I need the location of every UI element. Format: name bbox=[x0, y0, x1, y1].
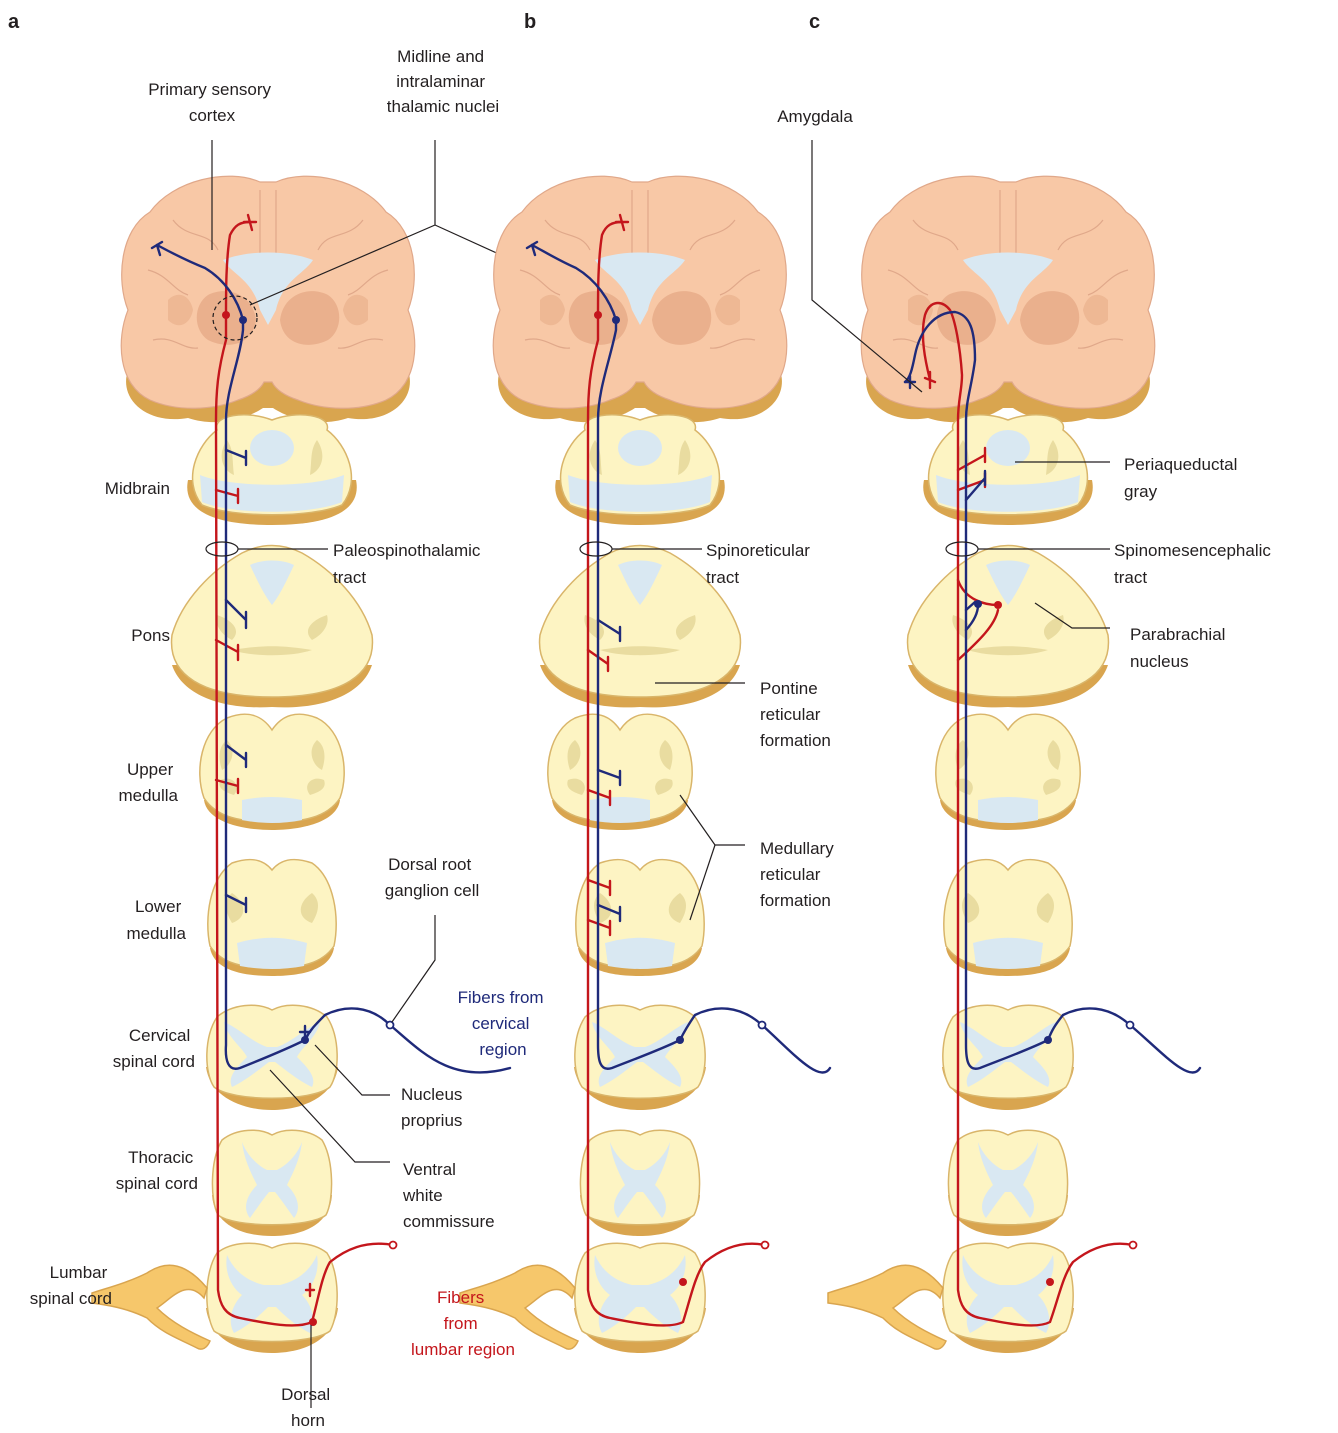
brain-section-b bbox=[493, 176, 787, 422]
lower-medulla-label: Lower medulla bbox=[126, 897, 186, 943]
lumbar-cord-slice-c bbox=[942, 1243, 1074, 1353]
panel-b bbox=[460, 176, 830, 1353]
fibers-cervical-label: Fibers from cervical region bbox=[458, 988, 549, 1059]
medullary-reticular-formation-label: Medullary reticular formation bbox=[760, 839, 838, 910]
midbrain-slice-b bbox=[555, 415, 725, 525]
pons-slice-c bbox=[908, 546, 1109, 708]
midbrain-slice-c bbox=[923, 415, 1093, 525]
panel-c bbox=[812, 140, 1200, 1353]
spinomesencephalic-tract-label: Spinomesencephalic tract bbox=[1114, 541, 1276, 587]
thoracic-cord-slice-c bbox=[948, 1130, 1068, 1236]
amygdala-label: Amygdala bbox=[777, 107, 853, 126]
panel-letter-a: a bbox=[8, 11, 20, 33]
brain-section-c bbox=[861, 176, 1155, 422]
lower-medulla-slice-c bbox=[944, 859, 1072, 976]
cervical-spinal-cord-label: Cervical spinal cord bbox=[113, 1026, 195, 1071]
parabrachial-nucleus-label: Parabrachial nucleus bbox=[1130, 625, 1230, 671]
panel-letter-c: c bbox=[809, 11, 820, 33]
upper-medulla-slice-a bbox=[200, 714, 344, 830]
midline-thalamic-label: Midline and intralaminar thalamic nuclei bbox=[387, 47, 499, 116]
thoracic-spinal-cord-label: Thoracic spinal cord bbox=[116, 1148, 198, 1193]
thoracic-cord-slice-a bbox=[212, 1130, 332, 1236]
brain-section-a bbox=[121, 176, 415, 422]
lumbar-nerve-b bbox=[460, 1265, 578, 1349]
midbrain-label: Midbrain bbox=[105, 479, 170, 498]
lower-medulla-slice-b bbox=[576, 859, 704, 976]
periaqueductal-gray-label: Periaqueductal gray bbox=[1124, 455, 1242, 501]
midbrain-slice-a bbox=[187, 415, 357, 525]
dorsal-root-ganglion-label: Dorsal root ganglion cell bbox=[385, 855, 480, 900]
pontine-reticular-formation-label: Pontine reticular formation bbox=[760, 679, 831, 750]
primary-sensory-cortex-label: Primary sensory cortex bbox=[148, 80, 276, 125]
lumbar-spinal-cord-label: Lumbar spinal cord bbox=[30, 1263, 112, 1308]
thoracic-cord-slice-b bbox=[580, 1130, 700, 1236]
spinoreticular-tract-label: Spinoreticular tract bbox=[706, 541, 815, 587]
pons-label: Pons bbox=[131, 626, 170, 645]
nucleus-proprius-label: Nucleus proprius bbox=[401, 1085, 467, 1130]
upper-medulla-label: Upper medulla bbox=[118, 760, 178, 805]
lumbar-cord-slice-b bbox=[574, 1243, 706, 1353]
paleospinothalamic-tract-label: Paleospinothalamic tract bbox=[333, 541, 485, 587]
dorsal-horn-label: Dorsal horn bbox=[281, 1385, 335, 1430]
lumbar-nerve-c bbox=[828, 1265, 946, 1349]
ventral-white-commissure-label: Ventral white commissure bbox=[402, 1160, 495, 1231]
panel-letter-b: b bbox=[524, 11, 536, 33]
